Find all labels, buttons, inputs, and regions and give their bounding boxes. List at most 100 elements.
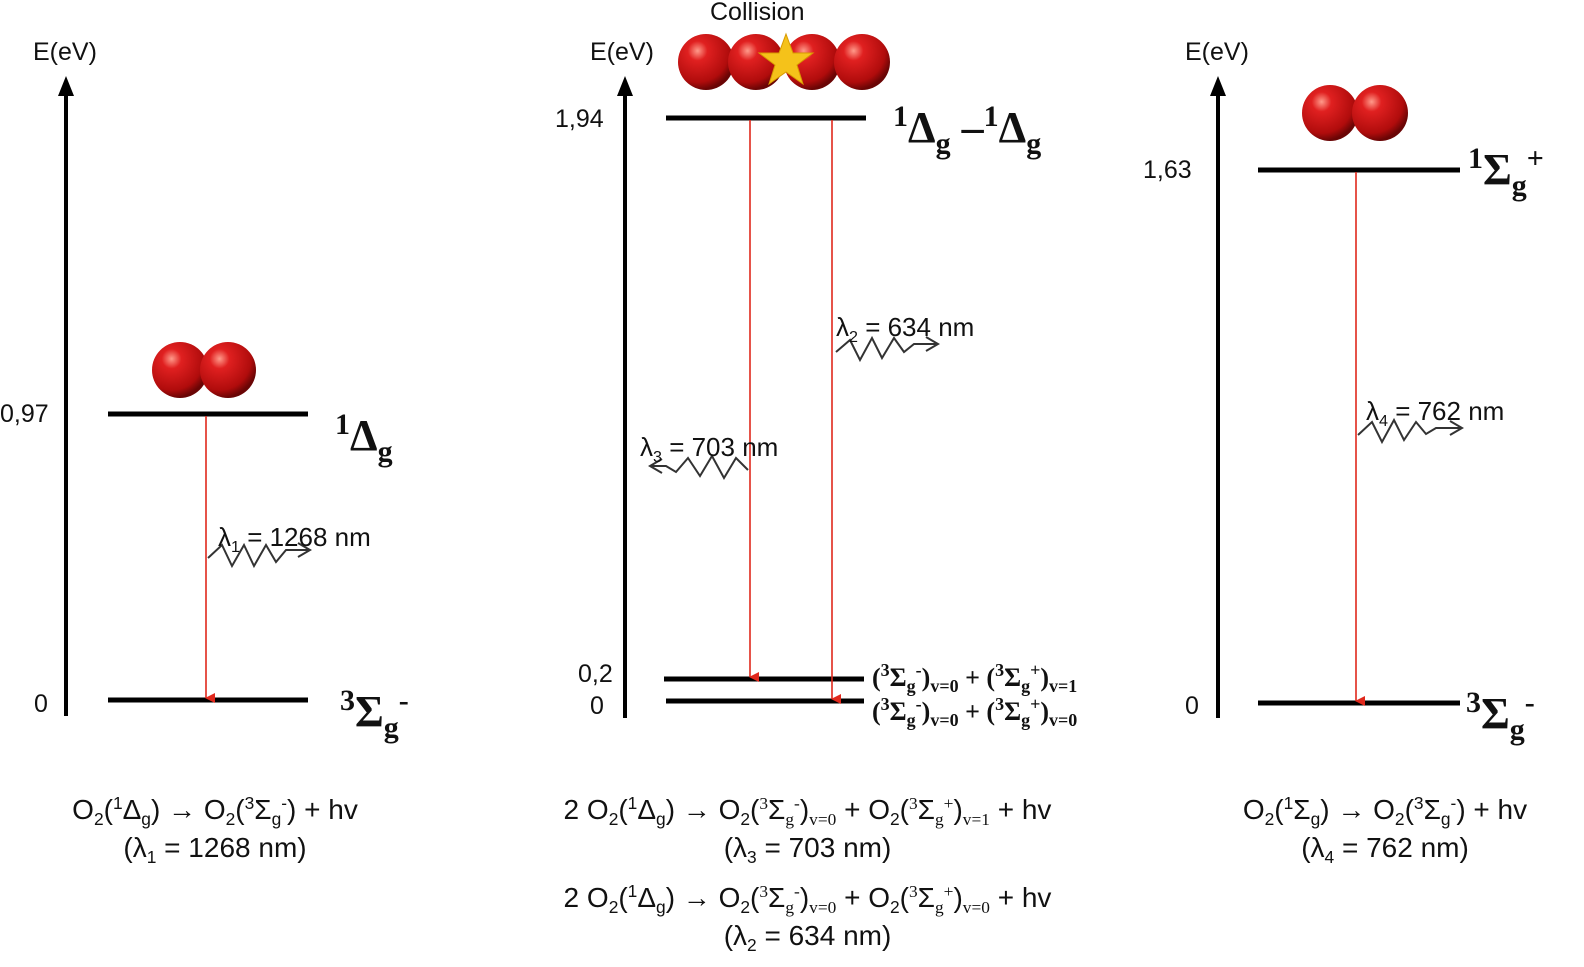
text-segment: Σ <box>768 794 786 825</box>
text-segment: 3 <box>759 794 769 814</box>
text-segment: Σ <box>1423 794 1441 825</box>
text-segment: – <box>950 103 984 152</box>
text-segment: ) → O <box>150 794 226 825</box>
text-segment: ) <box>921 663 931 692</box>
reaction-wavelength-4: (λ4 = 762 nm) <box>1185 832 1584 866</box>
text-segment: v=0 <box>809 898 837 918</box>
text-segment: + hv <box>989 882 1052 913</box>
text-segment: Σ <box>889 697 907 726</box>
text-segment: g <box>934 810 944 830</box>
text-segment: v=0 <box>809 810 837 830</box>
text-segment: = 634 nm) <box>756 920 892 951</box>
text-segment: = 634 nm <box>857 312 975 342</box>
text-segment: v=1 <box>1049 676 1078 697</box>
text-segment: Σ <box>355 687 384 736</box>
state-label-1sigma: 1Σg+ <box>1468 143 1544 200</box>
text-segment: 3 <box>759 882 769 902</box>
text-segment: ( <box>872 663 881 692</box>
text-segment: - <box>1524 685 1535 719</box>
text-segment: 4 <box>1324 847 1335 868</box>
text-segment: Δ <box>908 103 936 152</box>
text-segment: (λ <box>1301 832 1325 863</box>
text-segment: 2 <box>93 809 104 830</box>
text-segment: 2 <box>890 897 900 918</box>
text-segment: 2 <box>740 897 751 918</box>
text-segment: λ <box>1366 396 1379 426</box>
o2-molecule-3 <box>1302 85 1408 141</box>
text-segment: + ( <box>958 663 996 692</box>
text-segment: v=0 <box>1049 710 1078 731</box>
tick-label: 0,97 <box>0 400 49 428</box>
photon-arrow-634 <box>835 335 940 363</box>
collision-star-icon <box>757 32 815 86</box>
text-segment: - <box>915 694 922 715</box>
o2-molecule-1 <box>152 342 256 398</box>
text-segment: ) <box>1040 697 1050 726</box>
text-segment: 4 <box>1379 411 1388 430</box>
text-segment: g <box>271 809 282 830</box>
reaction-wavelength-1: (λ1 = 1268 nm) <box>0 834 430 866</box>
text-segment: ( <box>750 794 760 825</box>
text-segment: g <box>934 898 944 918</box>
state-label-ground-3: 3Σg- <box>1466 687 1535 744</box>
text-segment: ) → O <box>665 882 741 913</box>
reaction-formula-3: 2 O2(1Δg) → O2(3Σg-)v=0 + O2(3Σg+)v=0 + … <box>500 882 1115 916</box>
text-segment: 2 <box>740 809 751 830</box>
tick-label: 0 <box>1185 692 1199 720</box>
text-segment: g <box>785 810 795 830</box>
text-segment: 3 <box>995 660 1005 681</box>
text-segment: g <box>656 809 666 830</box>
text-segment: 3 <box>880 660 890 681</box>
reaction-wavelength-3: (λ2 = 634 nm) <box>500 920 1115 954</box>
text-segment: v=1 <box>962 810 990 830</box>
text-segment: 1 <box>231 537 240 556</box>
photon-arrow-1268 <box>207 542 312 569</box>
reaction-formula-4: O2(1Σg) → O2(3Σg-) + hv <box>1185 793 1584 828</box>
text-segment: - <box>1450 793 1457 814</box>
text-segment: = 703 nm <box>661 432 779 462</box>
text-segment: + O <box>836 794 890 825</box>
text-segment: 2 <box>1264 809 1275 830</box>
text-segment: ) → O <box>1320 794 1395 825</box>
text-segment: g <box>141 809 151 830</box>
axis-label-1: E(eV) <box>33 38 97 66</box>
tick-label: 0 <box>590 692 604 720</box>
text-segment: v=0 <box>930 676 959 697</box>
text-segment: 1 <box>893 99 908 133</box>
text-segment: g <box>935 126 951 160</box>
tick-label: 1,94 <box>555 105 604 133</box>
text-segment: Δ <box>122 794 142 825</box>
text-segment: g <box>906 676 916 697</box>
text-segment: λ <box>836 312 849 342</box>
text-segment: ) <box>799 794 810 825</box>
text-segment: ( <box>899 882 909 913</box>
text-segment: g <box>1310 809 1321 830</box>
photon-arrow-762 <box>1357 417 1464 445</box>
text-segment: 3 <box>880 694 890 715</box>
text-segment: g <box>377 434 393 468</box>
reaction-formula-1: O2(1Δg) → O2(3Σg-) + hv <box>0 794 430 828</box>
text-segment: ) <box>799 882 810 913</box>
text-segment: 2 <box>608 809 619 830</box>
state-label-1delta: 1Δg <box>335 409 393 466</box>
text-segment: 2 O <box>563 882 609 913</box>
text-segment: 3 <box>653 447 662 466</box>
text-segment: ) <box>1040 663 1050 692</box>
text-segment: 2 <box>849 327 858 346</box>
text-segment: ) <box>953 794 963 825</box>
axis-label-2: E(eV) <box>590 38 654 66</box>
wavelength-label-634: λ2 = 634 nm <box>836 312 975 345</box>
text-segment: 3 <box>1466 685 1481 719</box>
photon-arrow-703 <box>648 453 749 481</box>
text-segment: v=0 <box>962 898 990 918</box>
text-segment: + <box>1030 694 1041 715</box>
text-segment: Σ <box>1004 663 1022 692</box>
tick-label: 0,2 <box>578 660 613 688</box>
text-segment: g <box>1511 168 1527 202</box>
pair-state-v1: (3Σg-)v=0 + (3Σg+)v=1 <box>872 661 1077 695</box>
text-segment: Δ <box>998 103 1027 152</box>
text-segment: g <box>785 898 795 918</box>
text-segment: Σ <box>889 663 907 692</box>
text-segment: + <box>1526 141 1544 175</box>
